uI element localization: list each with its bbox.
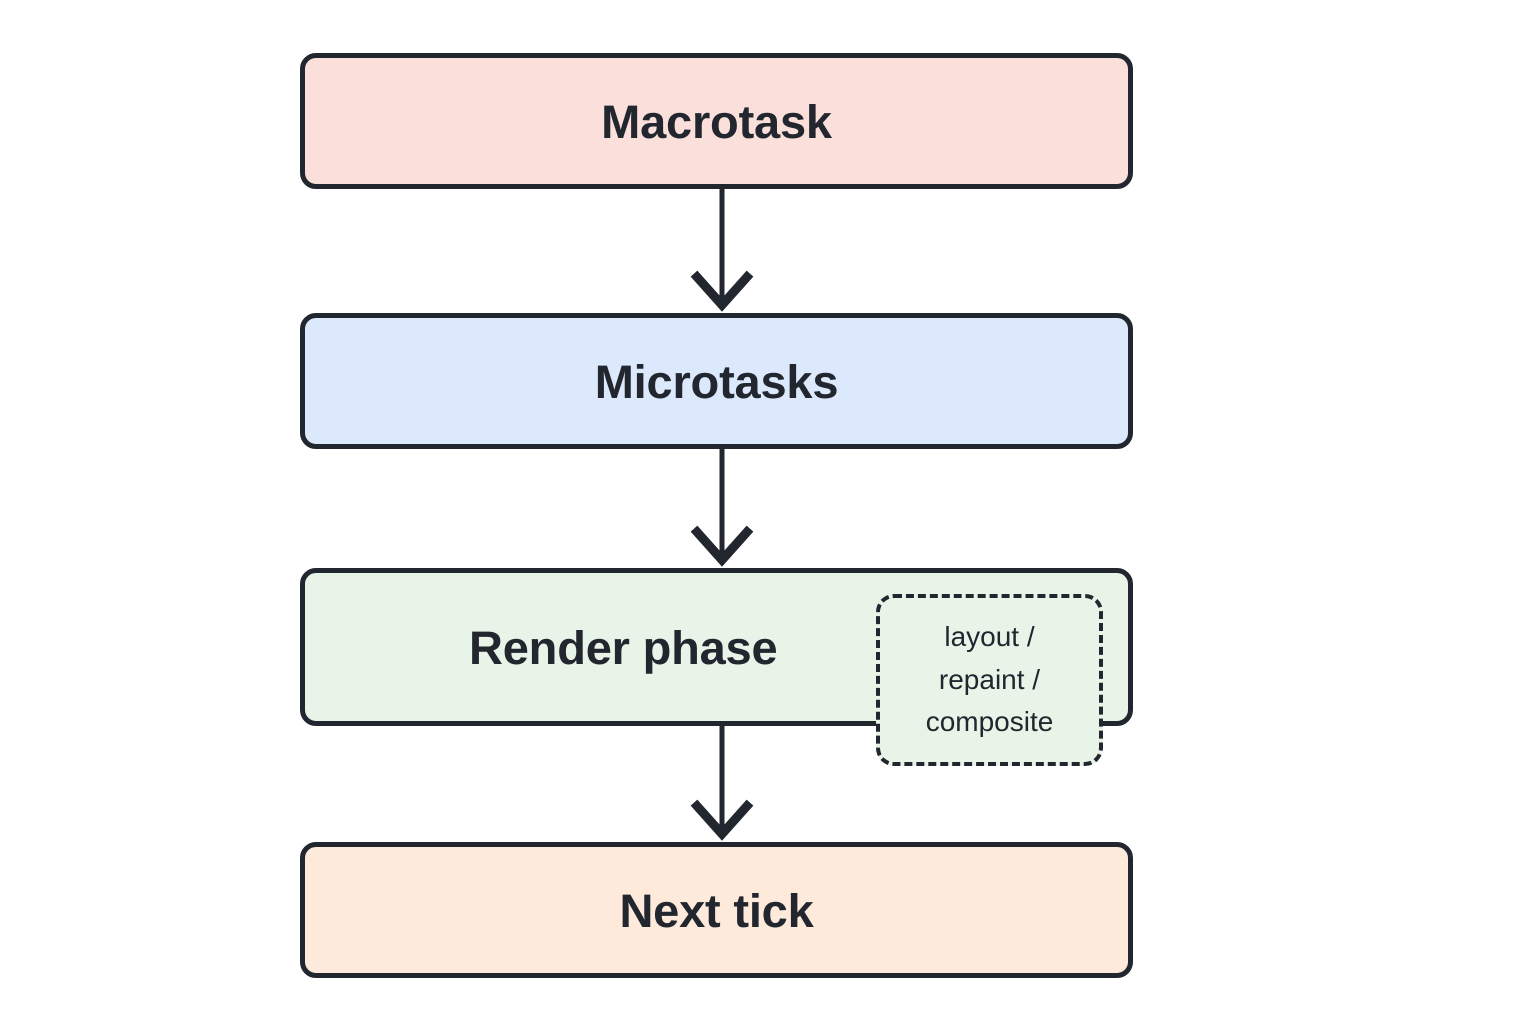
arrow-microtasks-to-render (690, 449, 754, 567)
node-macrotask[interactable]: Macrotask (300, 53, 1133, 189)
node-microtasks[interactable]: Microtasks (300, 313, 1133, 449)
node-render-phase-label: Render phase (469, 620, 778, 674)
arrow-render-to-nexttick (690, 726, 754, 841)
render-phase-annotation-text: layout / repaint / composite (925, 621, 1054, 738)
render-phase-annotation[interactable]: layout / repaint / composite (876, 594, 1103, 766)
arrow-macrotask-to-microtasks (690, 189, 754, 312)
node-macrotask-label: Macrotask (601, 94, 832, 148)
node-next-tick-label: Next tick (619, 883, 814, 937)
node-microtasks-label: Microtasks (594, 354, 839, 408)
node-next-tick[interactable]: Next tick (300, 842, 1133, 978)
